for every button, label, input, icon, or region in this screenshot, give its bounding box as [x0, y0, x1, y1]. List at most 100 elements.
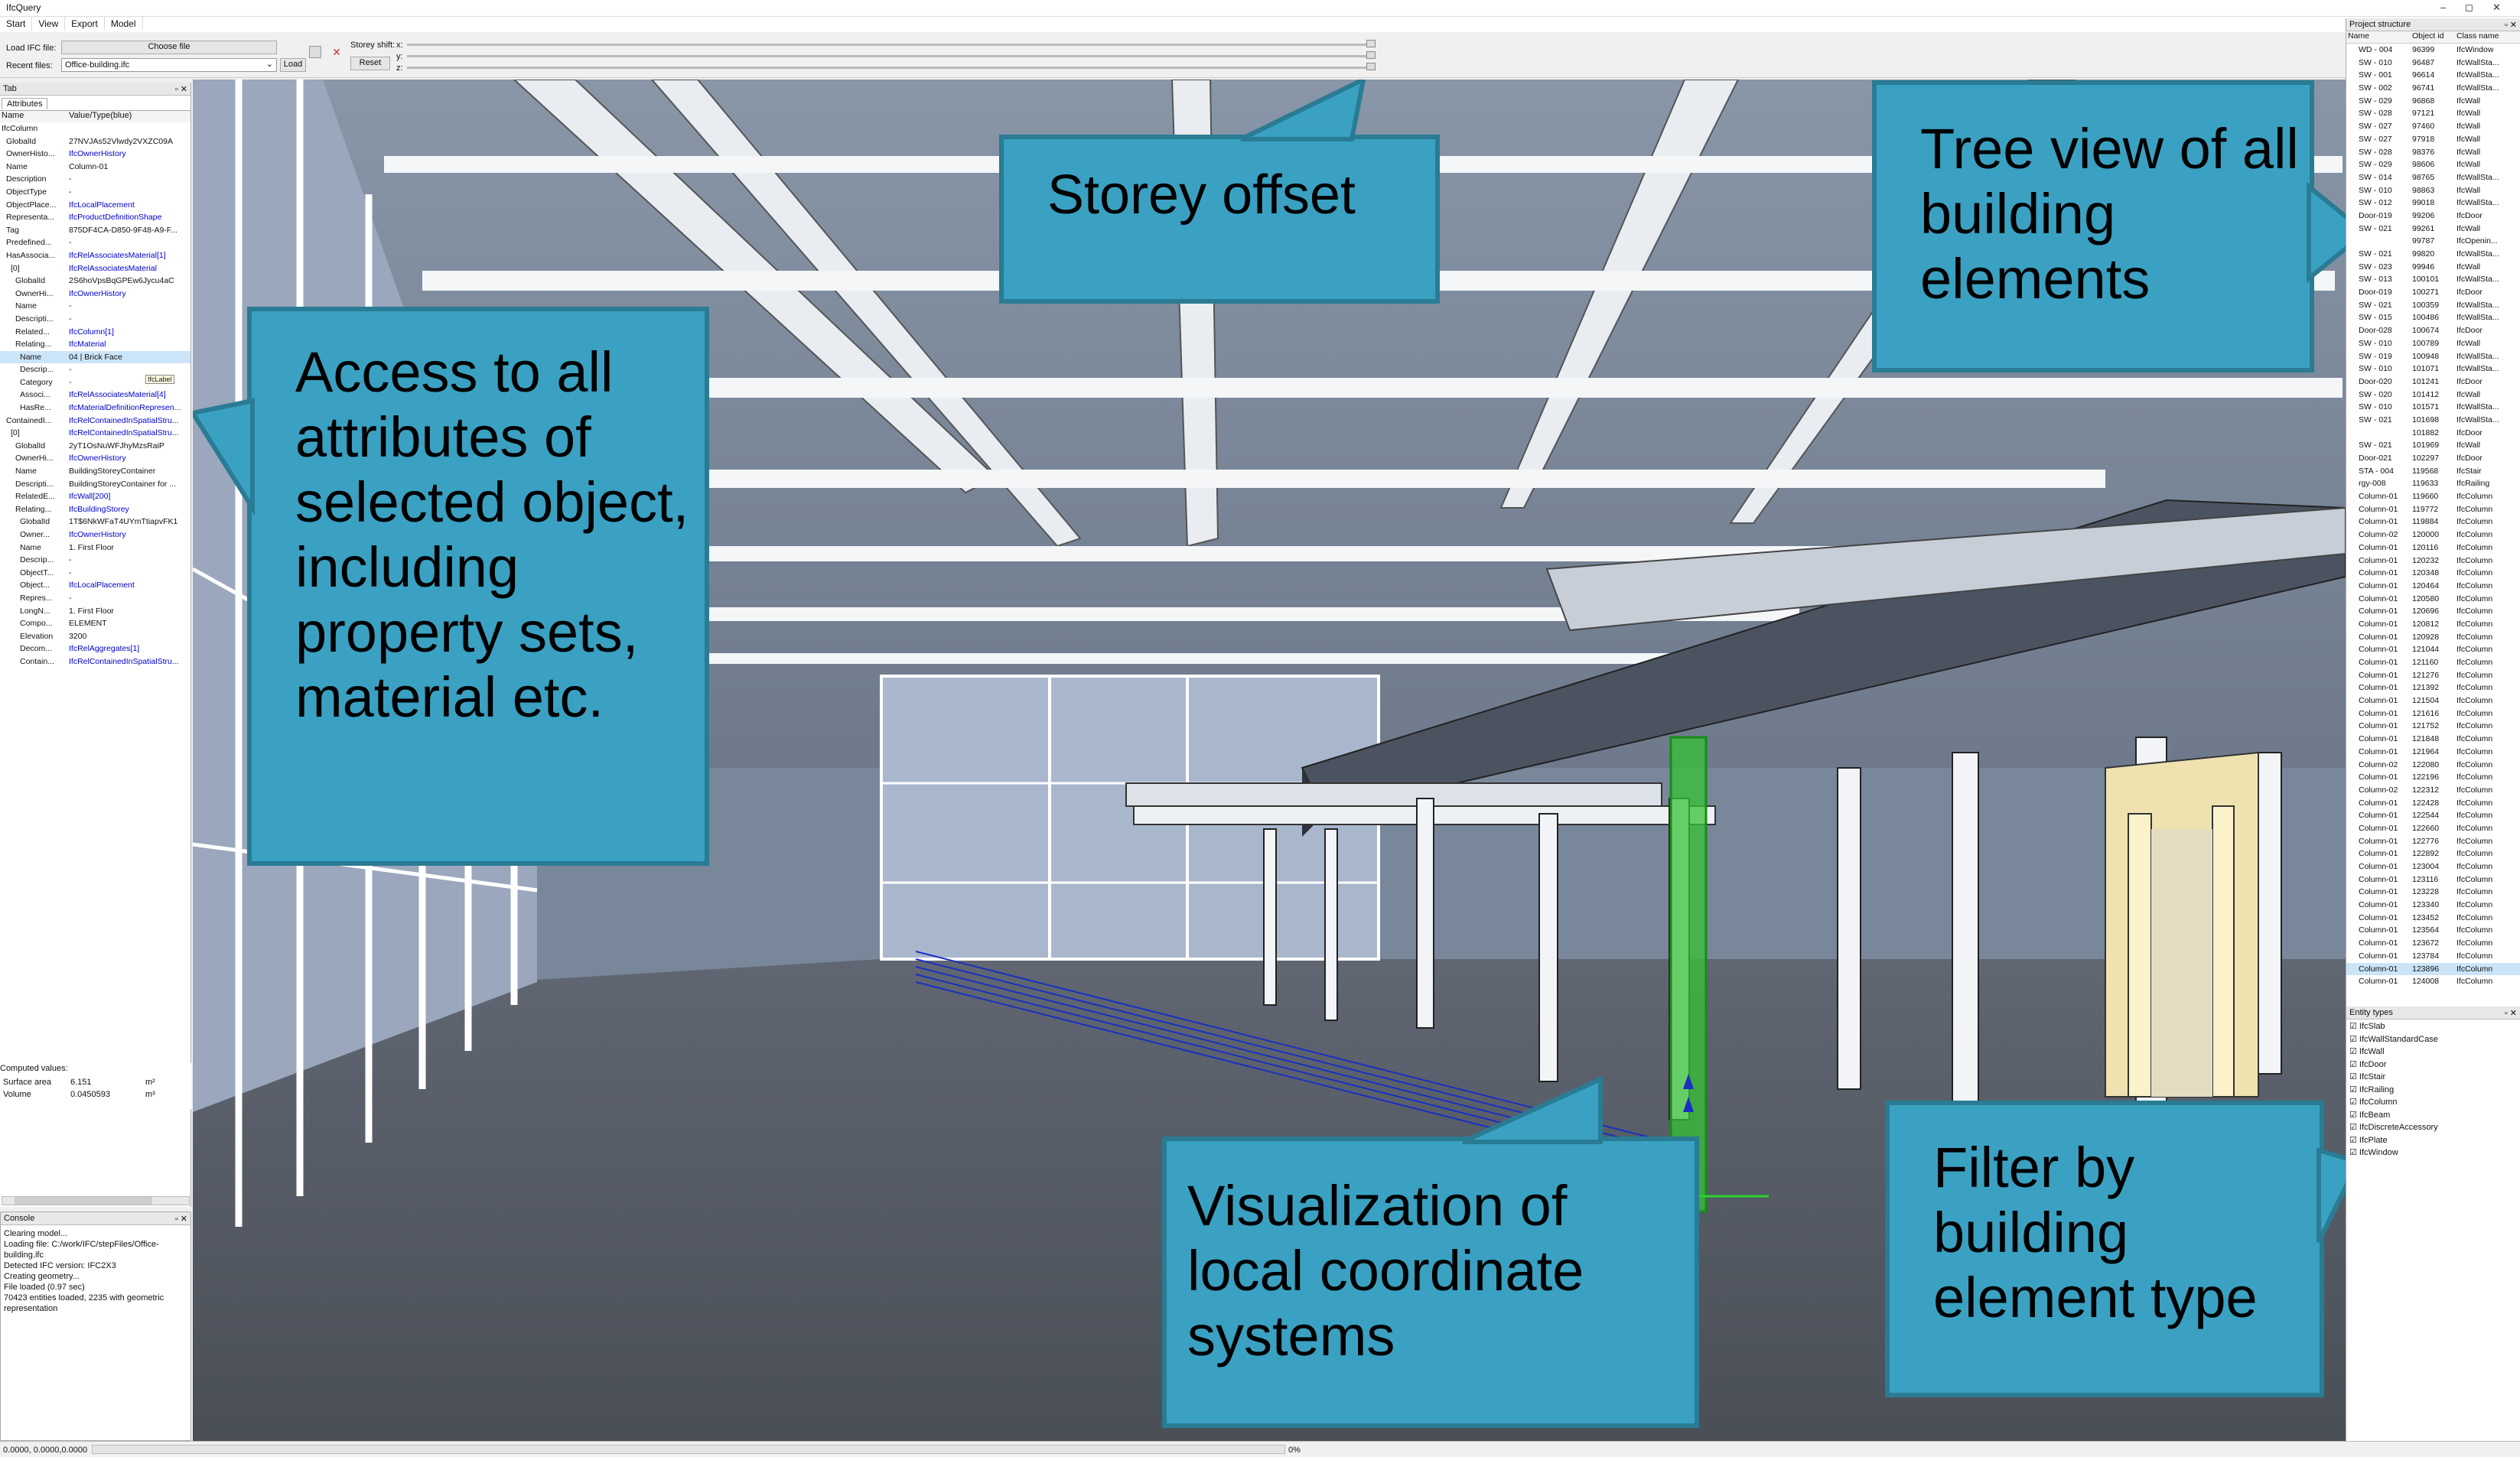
attribute-row[interactable]: IfcColumn [0, 122, 190, 135]
entity-type-item[interactable]: ☑ IfcPlate [2349, 1135, 2517, 1148]
attribute-row[interactable]: Relating...IfcBuildingStorey [0, 503, 190, 516]
entity-types-list[interactable]: ☑ IfcSlab☑ IfcWallStandardCase☑ IfcWall☑… [2346, 1020, 2520, 1162]
attribute-row[interactable]: Contain...IfcRelContainedInSpatialStru..… [0, 655, 190, 668]
recent-files-select[interactable]: Office-building.ifc ⌄ [61, 58, 277, 72]
close-icon[interactable]: ✕ [2492, 2, 2501, 13]
tab-attributes[interactable]: Attributes [2, 98, 48, 109]
attribute-value[interactable]: IfcRelAssociatesMaterial[1] [69, 250, 166, 260]
menu-view[interactable]: View [32, 17, 66, 31]
attribute-value[interactable]: IfcOwnerHistory [69, 530, 126, 539]
selected-column[interactable] [1669, 736, 1708, 1213]
attribute-value[interactable]: IfcProductDefinitionShape [69, 213, 162, 223]
entity-type-item[interactable]: ☑ IfcColumn [2349, 1097, 2517, 1110]
checkbox-icon[interactable]: ☑ [2349, 1135, 2359, 1145]
3d-viewport[interactable]: Storey offset Tree view of all building … [193, 80, 2346, 1441]
entity-type-item[interactable]: ☑ IfcWallStandardCase [2349, 1034, 2517, 1047]
entity-type-item[interactable]: ☑ IfcBeam [2349, 1110, 2517, 1123]
choose-file-button[interactable]: Choose file [61, 41, 277, 54]
attribute-row[interactable]: Predefined...- [0, 236, 190, 249]
entity-type-item[interactable]: ☑ IfcStair [2349, 1072, 2517, 1085]
attribute-value[interactable]: IfcMaterialDefinitionRepresen... [69, 403, 181, 413]
y-slider[interactable] [407, 55, 1367, 57]
attribute-row[interactable]: Descripti...BuildingStoreyContainer for … [0, 478, 190, 491]
maximize-icon[interactable]: ◻ [2465, 2, 2473, 13]
checkbox-icon[interactable]: ☑ [2349, 1022, 2359, 1031]
reset-button[interactable]: Reset [350, 57, 390, 70]
checkbox-icon[interactable]: ☑ [2349, 1034, 2359, 1044]
attribute-row[interactable]: [0]IfcRelAssociatesMaterial [0, 262, 190, 275]
minimize-icon[interactable]: – [2440, 2, 2447, 13]
attribute-row[interactable]: Representa...IfcProductDefinitionShape [0, 211, 190, 224]
attribute-value[interactable]: IfcMaterial [69, 340, 106, 350]
attribute-row[interactable]: HasAssocia...IfcRelAssociatesMaterial[1] [0, 249, 190, 262]
close-icon[interactable]: ▫ ✕ [2504, 1009, 2517, 1018]
checkbox-icon[interactable]: ☑ [2349, 1110, 2359, 1120]
attribute-row[interactable]: Descrip...- [0, 363, 190, 376]
load-button[interactable]: Load [280, 58, 306, 72]
checkbox-icon[interactable]: ☑ [2349, 1098, 2359, 1107]
z-slider[interactable] [407, 67, 1367, 69]
attribute-row[interactable]: ObjectT...- [0, 567, 190, 580]
attribute-row[interactable]: HasRe...IfcMaterialDefinitionRepresen... [0, 402, 190, 415]
clear-icon[interactable]: ✕ [332, 46, 341, 58]
attribute-row[interactable]: Repres...- [0, 592, 190, 605]
menu-export[interactable]: Export [65, 17, 105, 31]
attribute-value[interactable]: IfcRelAssociatesMaterial[4] [69, 390, 166, 400]
attribute-value[interactable]: IfcColumn[1] [69, 327, 114, 337]
attribute-row[interactable]: [0]IfcRelContainedInSpatialStru... [0, 427, 190, 440]
checkbox-icon[interactable]: ☑ [2349, 1123, 2359, 1132]
menu-model[interactable]: Model [105, 17, 143, 31]
attribute-row[interactable]: Descrip...- [0, 554, 190, 567]
checkbox-icon[interactable]: ☑ [2349, 1059, 2359, 1069]
entity-type-item[interactable]: ☑ IfcRailing [2349, 1085, 2517, 1098]
attribute-row[interactable]: Associ...IfcRelAssociatesMaterial[4] [0, 389, 190, 402]
attribute-value[interactable]: IfcOwnerHistory [69, 149, 126, 159]
attribute-value[interactable]: IfcRelContainedInSpatialStru... [69, 415, 179, 425]
attribute-value[interactable]: IfcLocalPlacement [69, 581, 135, 590]
